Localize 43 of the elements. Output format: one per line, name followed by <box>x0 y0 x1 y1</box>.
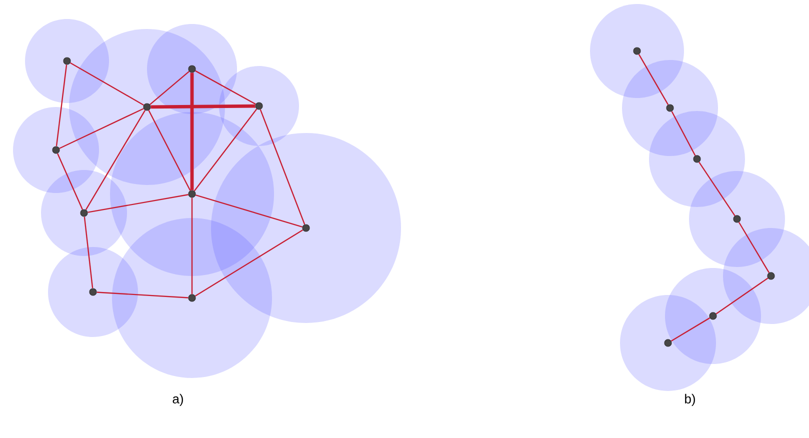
edge-line <box>57 153 84 210</box>
edge-line <box>638 54 669 105</box>
edge-line <box>96 292 188 298</box>
edge-line <box>194 229 304 296</box>
sphere-node <box>666 104 674 112</box>
edge-line <box>698 162 736 216</box>
sphere-node <box>709 312 717 320</box>
sphere-node <box>693 155 701 163</box>
edge-line <box>670 317 710 342</box>
edge-line <box>84 216 94 288</box>
edge-line <box>716 278 768 314</box>
sphere-node <box>255 102 263 110</box>
sphere-node <box>52 146 60 154</box>
panel-label: a) <box>172 394 183 406</box>
edge-line <box>56 64 68 146</box>
edge-line <box>148 110 191 191</box>
edge-line <box>195 194 303 228</box>
panel-label: b) <box>685 394 695 406</box>
sphere-node <box>633 47 641 55</box>
edge-line <box>150 104 256 109</box>
sphere-node <box>188 294 196 302</box>
sphere-node <box>143 103 151 111</box>
sphere-node <box>89 288 97 296</box>
sphere-node <box>188 65 196 73</box>
edge-line <box>59 108 144 149</box>
edge-line <box>194 108 258 192</box>
sphere-node <box>188 190 196 198</box>
edge-line <box>191 198 193 294</box>
edge-line <box>738 222 770 274</box>
sphere-node <box>733 215 741 223</box>
sphere-node <box>63 57 71 65</box>
edge-line <box>195 70 256 105</box>
edge-line <box>190 72 194 190</box>
sphere-node <box>302 224 310 232</box>
edge-line <box>70 62 144 106</box>
edge-line <box>85 110 146 210</box>
edge-line <box>88 194 188 213</box>
edge-line <box>150 70 190 105</box>
sphere-node <box>767 272 775 280</box>
edge-line <box>260 109 306 225</box>
sphere-node <box>80 209 88 217</box>
sphere-node <box>664 339 672 347</box>
edge-line <box>671 111 696 156</box>
